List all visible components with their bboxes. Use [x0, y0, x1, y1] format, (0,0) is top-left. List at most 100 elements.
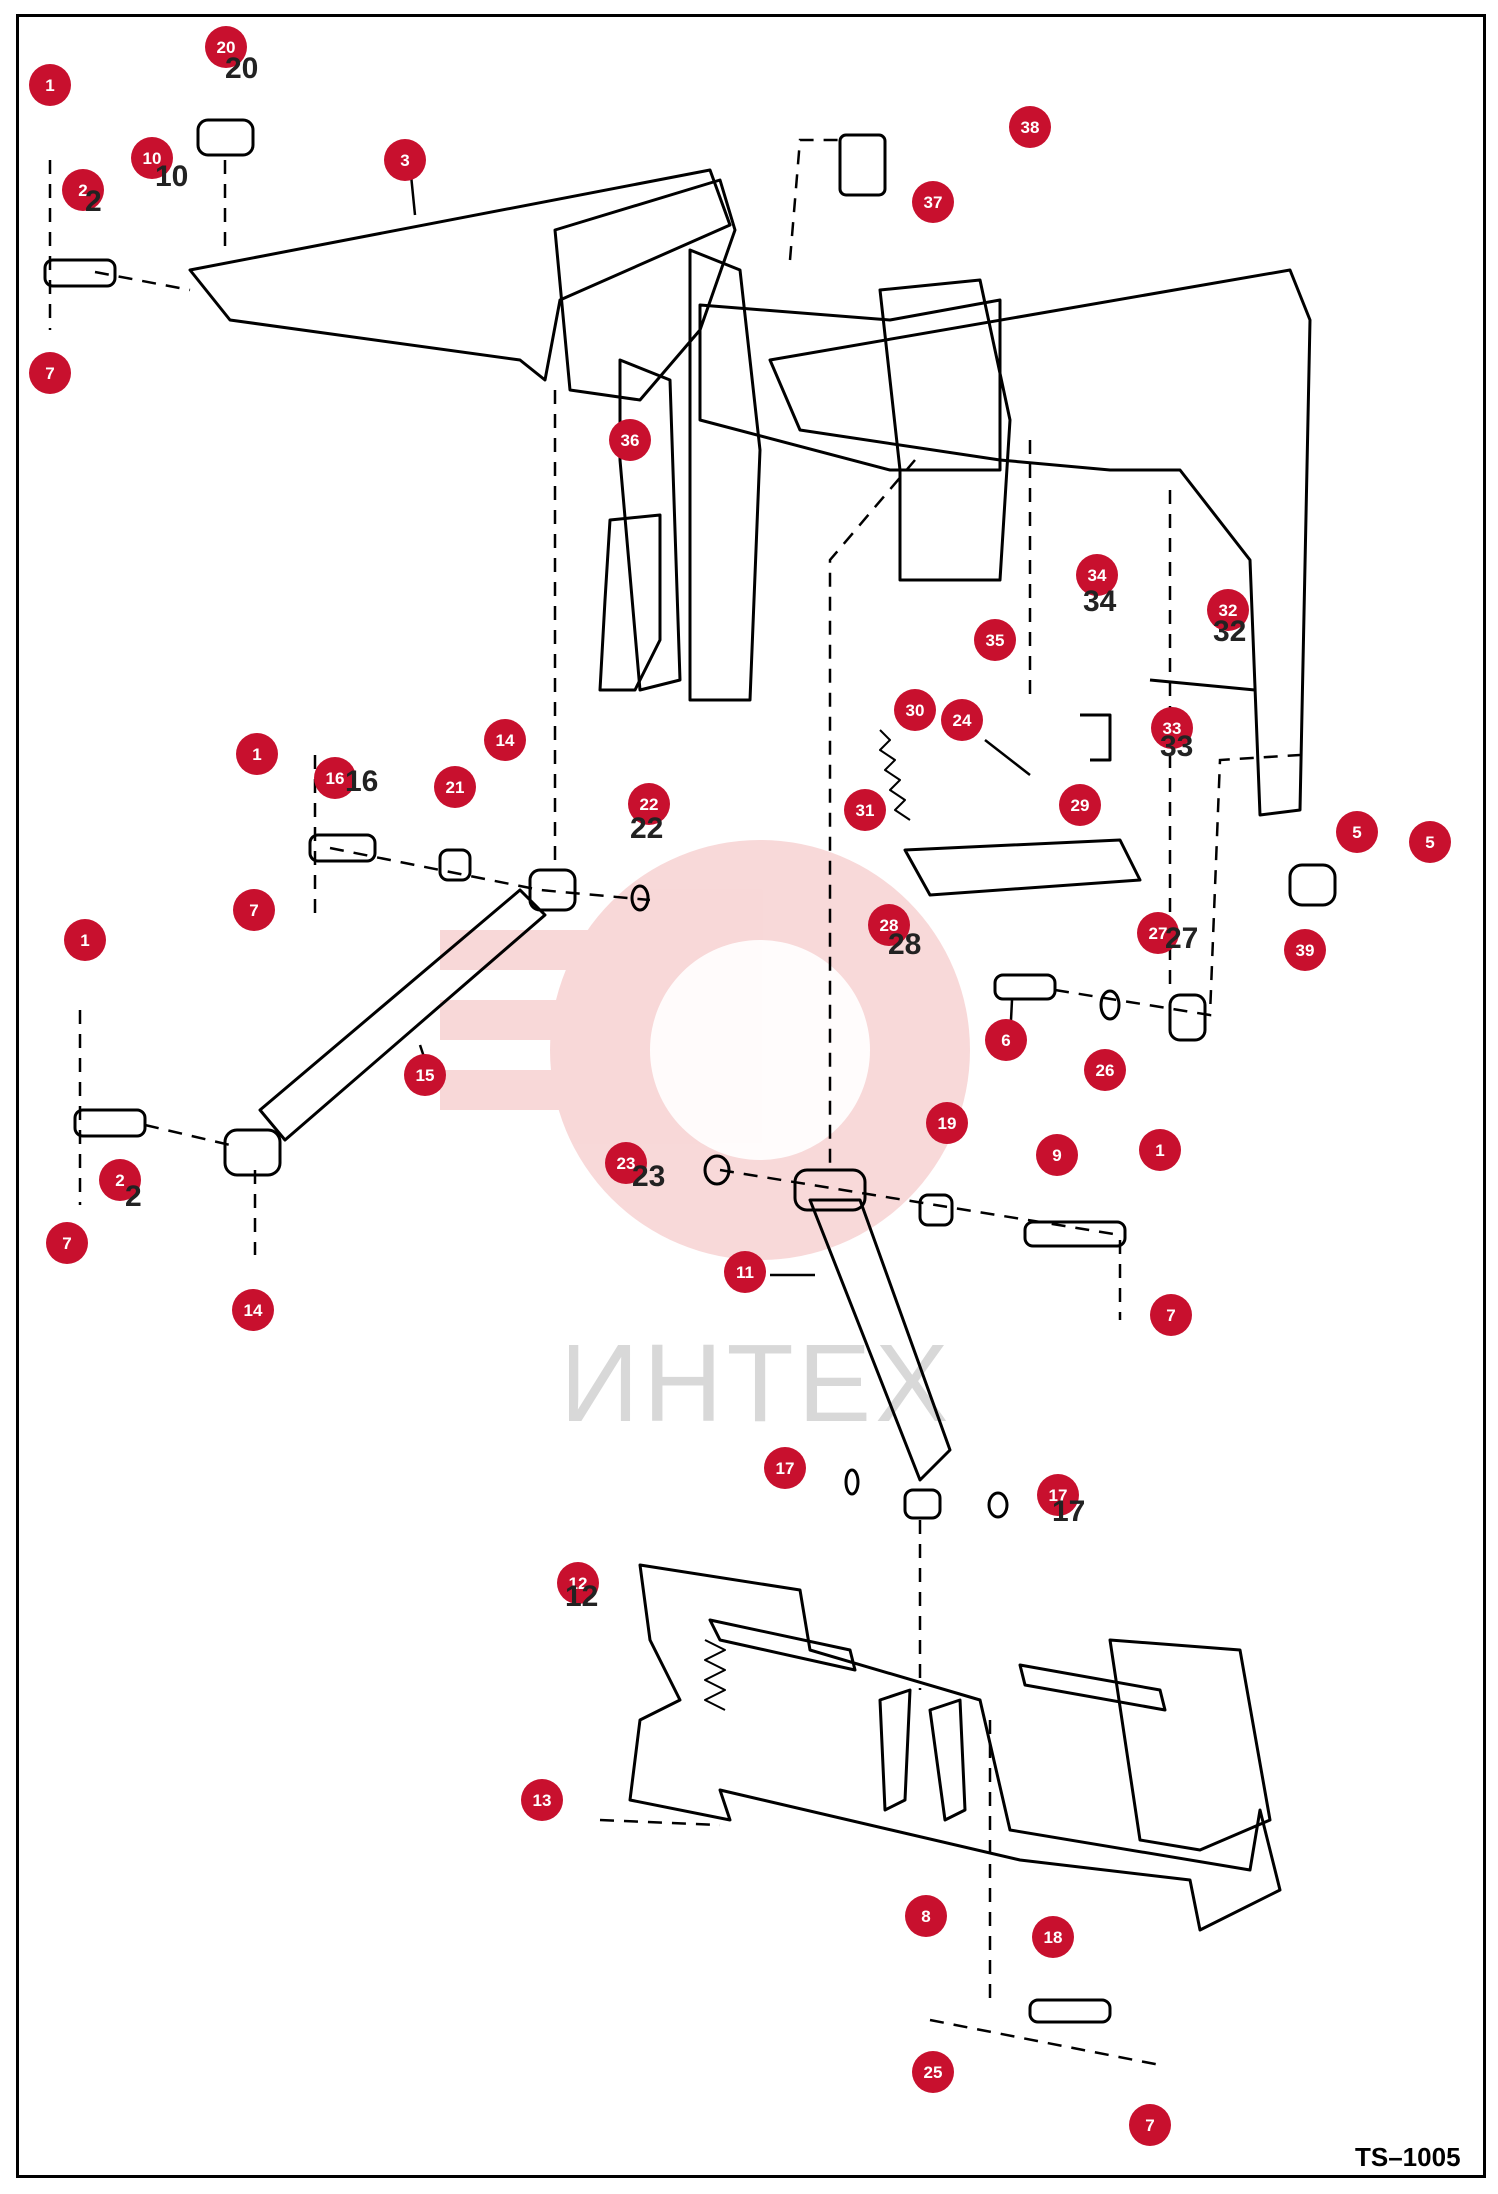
callout-bubble	[484, 719, 526, 761]
callout-8: 8	[905, 1895, 947, 1937]
callout-2: 2	[62, 169, 104, 211]
callout-bubble	[1151, 707, 1193, 749]
callout-bubble	[64, 919, 106, 961]
callout-number: 35	[986, 631, 1005, 650]
cylinder-15-head	[528, 868, 577, 912]
callout-20: 20	[205, 26, 247, 68]
callout-36: 36	[609, 419, 651, 461]
callout-bubble	[844, 789, 886, 831]
callout-25: 25	[912, 2051, 954, 2093]
callout-number: 18	[1044, 1928, 1063, 1947]
callout-bubble	[29, 352, 71, 394]
washer-23	[703, 1154, 731, 1186]
callout-number: 1	[1155, 1141, 1164, 1160]
callout-bubble	[941, 699, 983, 741]
callout-33: 33	[1151, 707, 1193, 749]
callout-29: 29	[1059, 784, 1101, 826]
leader-24	[984, 739, 1031, 776]
callout-7: 7	[46, 1222, 88, 1264]
callout-number: 17	[776, 1459, 795, 1478]
ref-label-33: 33	[1160, 730, 1194, 763]
latch-37-38	[838, 133, 887, 197]
callout-19: 19	[926, 1102, 968, 1144]
callout-bubble	[912, 181, 954, 223]
ref-label-16: 16	[345, 765, 379, 798]
callout-23: 23	[605, 1142, 647, 1184]
callout-bubble	[232, 1289, 274, 1331]
callout-7: 7	[29, 352, 71, 394]
callout-17: 17	[764, 1447, 806, 1489]
callout-number: 1	[80, 931, 89, 950]
callout-13: 13	[521, 1779, 563, 1821]
callout-number: 30	[906, 701, 925, 720]
ref-label-34: 34	[1083, 585, 1117, 618]
callout-28: 28	[868, 904, 910, 946]
callout-bubble	[724, 1251, 766, 1293]
callout-7: 7	[1129, 2104, 1171, 2146]
pin-9	[1023, 1220, 1127, 1248]
callout-bubble	[1336, 811, 1378, 853]
cylinder-15-eye	[223, 1128, 282, 1177]
callout-bubble	[236, 733, 278, 775]
callout-bubble	[404, 1054, 446, 1096]
callout-number: 7	[45, 364, 54, 383]
ring-17-left	[844, 1468, 860, 1496]
handle-left	[708, 1618, 857, 1672]
quick-attach-right-plate	[1108, 1638, 1272, 1852]
callout-number: 9	[1052, 1146, 1061, 1165]
callout-1: 1	[29, 64, 71, 106]
callout-number: 14	[244, 1301, 263, 1320]
callout-34: 34	[1076, 554, 1118, 596]
assembly-line-6	[828, 459, 916, 1170]
diagram-border	[16, 14, 1486, 2178]
assembly-line-7	[719, 1168, 1121, 1237]
callout-number: 31	[856, 801, 875, 820]
bushing-27	[1168, 993, 1207, 1042]
callout-bubble	[1084, 1049, 1126, 1091]
pin-18	[1028, 1998, 1112, 2024]
callout-number: 25	[924, 2063, 943, 2082]
callout-27: 27	[1137, 912, 1179, 954]
callout-number: 2	[78, 181, 87, 200]
diagram-frame	[6, 6, 1492, 2188]
ref-label-2-top: 2	[85, 185, 102, 218]
callout-bubble	[1284, 929, 1326, 971]
callout-number: 7	[62, 1234, 71, 1253]
callout-bubble	[868, 904, 910, 946]
callout-number: 29	[1071, 796, 1090, 815]
callout-number: 37	[924, 193, 943, 212]
callout-bubble	[1150, 1294, 1192, 1336]
callout-number: 14	[496, 731, 515, 750]
handle-right	[1018, 1663, 1167, 1712]
callout-2: 2	[99, 1159, 141, 1201]
callout-number: 21	[446, 778, 465, 797]
callout-bubble	[1059, 784, 1101, 826]
ref-label-17: 17	[1052, 1495, 1086, 1528]
callout-number: 28	[880, 916, 899, 935]
callout-number: 17	[1049, 1486, 1068, 1505]
callout-bubble	[434, 766, 476, 808]
callout-number: 7	[1166, 1306, 1175, 1325]
callout-bubble	[1009, 106, 1051, 148]
boom-left-leg-inner	[618, 358, 682, 692]
cylinder-11-eye	[903, 1488, 942, 1520]
callout-number: 6	[1001, 1031, 1010, 1050]
spring-left	[704, 1639, 726, 1711]
guide-plate-36	[598, 513, 662, 692]
callout-bubble	[605, 1142, 647, 1184]
ref-label-20: 20	[225, 52, 259, 85]
callout-30: 30	[894, 689, 936, 731]
ref-label-10: 10	[155, 160, 189, 193]
bushing-19	[918, 1193, 954, 1227]
callout-bubble	[985, 1019, 1027, 1061]
ring-17-right	[987, 1491, 1009, 1519]
callout-bubble	[1076, 554, 1118, 596]
assembly-line-12	[929, 2018, 1161, 2067]
ref-label-2-bottom: 2	[125, 1180, 142, 1213]
callout-bubble	[384, 139, 426, 181]
callout-12: 12	[557, 1562, 599, 1604]
callout-bubble	[1409, 821, 1451, 863]
quick-attach-frame	[628, 1563, 1282, 1932]
